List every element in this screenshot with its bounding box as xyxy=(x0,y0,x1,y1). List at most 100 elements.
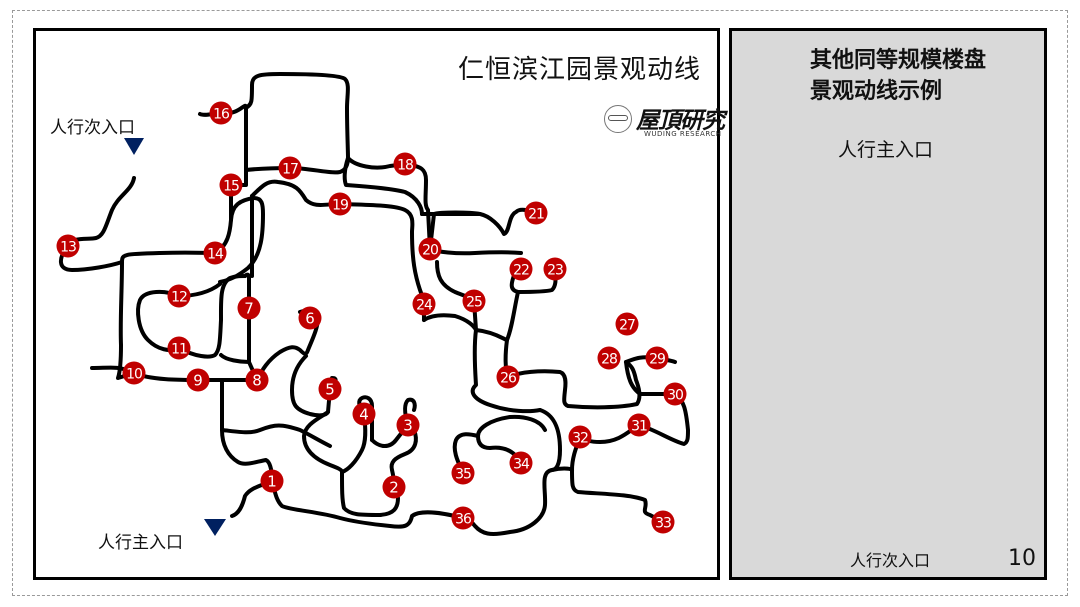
logo-emblem-icon xyxy=(604,105,632,133)
page-number: 10 xyxy=(1008,546,1036,571)
route-marker-33: 33 xyxy=(651,510,675,534)
logo-mark-icon xyxy=(608,115,628,121)
marker-number: 13 xyxy=(60,240,76,256)
route-marker-4: 4 xyxy=(352,402,376,426)
marker-circle xyxy=(509,451,533,475)
marker-number: 2 xyxy=(389,479,399,497)
marker-circle xyxy=(167,284,191,308)
marker-number: 15 xyxy=(223,179,239,195)
marker-circle xyxy=(418,237,442,261)
marker-circle xyxy=(597,346,621,370)
route-marker-24: 24 xyxy=(412,292,436,316)
marker-number: 29 xyxy=(649,352,665,368)
route-marker-31: 31 xyxy=(627,413,651,437)
route-marker-30: 30 xyxy=(663,382,687,406)
marker-circle xyxy=(568,425,592,449)
marker-number: 36 xyxy=(455,512,472,528)
marker-circle xyxy=(122,361,146,385)
marker-circle xyxy=(393,152,417,176)
route-marker-14: 14 xyxy=(203,241,227,265)
marker-circle xyxy=(260,469,284,493)
route-marker-29: 29 xyxy=(645,346,669,370)
marker-number: 6 xyxy=(305,310,315,328)
marker-number: 24 xyxy=(416,298,433,314)
marker-circle xyxy=(524,201,548,225)
marker-number: 8 xyxy=(252,372,262,390)
marker-circle xyxy=(396,413,420,437)
marker-circle xyxy=(382,475,406,499)
marker-circle xyxy=(651,510,675,534)
route-marker-32: 32 xyxy=(568,425,592,449)
marker-circle xyxy=(318,377,342,401)
marker-number: 9 xyxy=(193,372,203,390)
marker-number: 25 xyxy=(466,295,482,311)
logo-subtext: WUDING RESEARCH xyxy=(644,130,722,138)
right-panel-title: 其他同等规模楼盘 景观动线示例 xyxy=(810,45,986,107)
marker-number: 32 xyxy=(572,431,588,447)
route-marker-12: 12 xyxy=(167,284,191,308)
marker-circle xyxy=(451,461,475,485)
marker-circle xyxy=(167,336,191,360)
marker-number: 17 xyxy=(282,162,298,178)
marker-number: 12 xyxy=(171,290,187,306)
main-entrance-label: 人行主入口 xyxy=(98,533,183,553)
secondary-entrance-label: 人行次入口 xyxy=(50,118,135,138)
marker-number: 18 xyxy=(397,158,413,174)
marker-circle xyxy=(278,156,302,180)
marker-number: 20 xyxy=(422,243,438,259)
route-marker-20: 20 xyxy=(418,237,442,261)
marker-number: 31 xyxy=(631,419,647,435)
route-marker-11: 11 xyxy=(167,336,191,360)
marker-number: 11 xyxy=(171,342,187,358)
marker-circle xyxy=(237,296,261,320)
secondary-entrance-arrow-icon xyxy=(124,138,144,155)
marker-circle xyxy=(627,413,651,437)
route-paths xyxy=(59,72,690,536)
route-marker-28: 28 xyxy=(597,346,621,370)
main-entrance-arrow-icon xyxy=(204,519,226,536)
left-panel-title: 仁恒滨江园景观动线 xyxy=(457,55,701,85)
route-marker-1: 1 xyxy=(260,469,284,493)
right-title-line1: 其他同等规模楼盘 xyxy=(810,48,987,73)
marker-number: 7 xyxy=(244,300,254,318)
marker-circle xyxy=(543,257,567,281)
marker-number: 28 xyxy=(601,352,617,368)
marker-circle xyxy=(615,312,639,336)
route-marker-21: 21 xyxy=(524,201,548,225)
marker-number: 22 xyxy=(513,263,529,279)
marker-number: 10 xyxy=(126,367,142,383)
marker-number: 1 xyxy=(267,473,277,491)
route-marker-18: 18 xyxy=(393,152,417,176)
marker-circle xyxy=(645,346,669,370)
route-marker-9: 9 xyxy=(186,368,210,392)
route-marker-7: 7 xyxy=(237,296,261,320)
example-main-entrance-label: 人行主入口 xyxy=(838,139,934,161)
route-marker-8: 8 xyxy=(245,368,269,392)
route-marker-27: 27 xyxy=(615,312,639,336)
marker-circle xyxy=(451,506,475,530)
logo-text: 屋頂研究 xyxy=(636,107,725,134)
route-marker-34: 34 xyxy=(509,451,533,475)
marker-circle xyxy=(462,289,486,313)
marker-number: 33 xyxy=(655,516,671,532)
wuding-research-logo: 屋頂研究 WUDING RESEARCH xyxy=(604,99,754,143)
right-title-line2: 景观动线示例 xyxy=(810,79,943,104)
route-marker-17: 17 xyxy=(278,156,302,180)
route-marker-16: 16 xyxy=(209,101,233,125)
marker-number: 23 xyxy=(547,263,563,279)
marker-circle xyxy=(203,241,227,265)
marker-circle xyxy=(509,257,533,281)
route-marker-26: 26 xyxy=(496,365,520,389)
comparable-example-panel: 其他同等规模楼盘 景观动线示例 人行主入口 人行次入口 10 xyxy=(729,28,1047,580)
example-secondary-entrance-label: 人行次入口 xyxy=(850,551,931,570)
marker-number: 16 xyxy=(213,107,230,123)
route-marker-25: 25 xyxy=(462,289,486,313)
marker-number: 19 xyxy=(332,198,348,214)
route-marker-13: 13 xyxy=(56,234,80,258)
route-marker-2: 2 xyxy=(382,475,406,499)
marker-number: 27 xyxy=(619,318,635,334)
route-marker-23: 23 xyxy=(543,257,567,281)
marker-number: 5 xyxy=(325,381,335,399)
